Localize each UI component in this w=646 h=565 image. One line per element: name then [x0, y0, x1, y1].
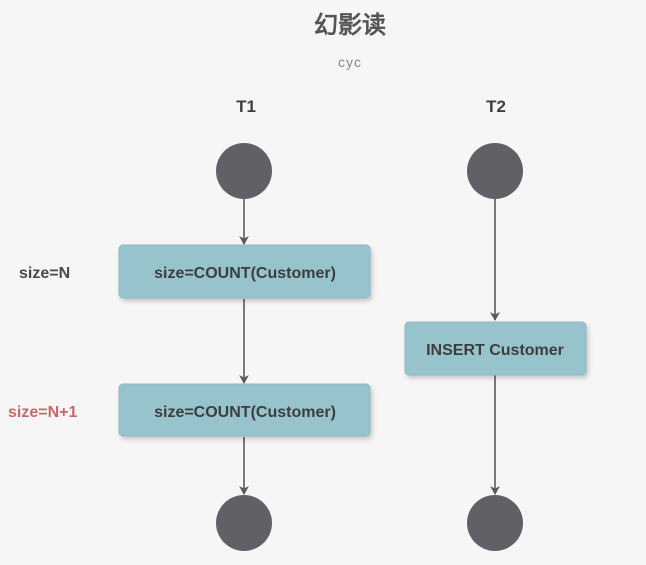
lane-t1-label: T1 [236, 97, 256, 116]
diagram-title: 幻影读 [314, 12, 386, 39]
t1-step1-label: size=COUNT(Customer) [154, 265, 336, 282]
lane-t2-label: T2 [486, 97, 506, 116]
t1-start-node [216, 143, 272, 199]
diagram-subtitle: cyc [338, 54, 362, 70]
t1-step2-label: size=COUNT(Customer) [154, 404, 336, 421]
t2-insert-box: INSERT Customer [404, 321, 587, 376]
t1-step2-box: size=COUNT(Customer) [118, 383, 371, 437]
annotation-size-n-plus-1: size=N+1 [8, 404, 77, 421]
annotation-size-n: size=N [19, 265, 70, 282]
t2-start-node [467, 143, 523, 199]
t1-step1-box: size=COUNT(Customer) [118, 244, 371, 299]
t2-end-node [467, 495, 523, 551]
t1-end-node [216, 495, 272, 551]
t2-insert-label: INSERT Customer [426, 342, 564, 359]
